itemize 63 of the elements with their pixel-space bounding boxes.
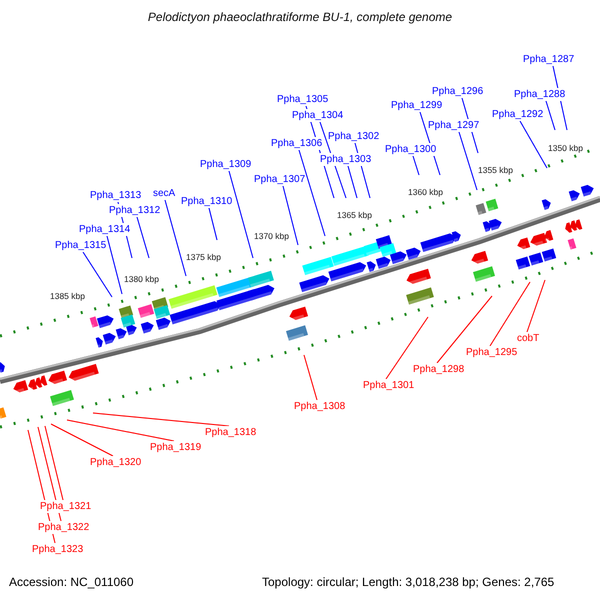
- scale-label: 1385 kbp: [50, 291, 85, 301]
- leader-line: [106, 236, 122, 294]
- gene-label: Ppha_1297: [428, 119, 480, 132]
- gene-label: Ppha_1321: [40, 500, 92, 513]
- gene-label: Ppha_1292: [492, 108, 544, 121]
- gene-label: Ppha_1296: [432, 85, 484, 98]
- scale-label: 1370 kbp: [254, 231, 289, 241]
- scale-label: 1360 kbp: [408, 187, 443, 197]
- gene-label: Ppha_1313: [90, 189, 142, 202]
- leader-line: [304, 354, 318, 400]
- gene-label: Ppha_1303: [320, 153, 372, 166]
- gene-label: Ppha_1295: [466, 346, 518, 359]
- gene-label: Ppha_1308: [294, 400, 346, 413]
- scale-label: 1380 kbp: [124, 274, 159, 284]
- scale-label: 1350 kbp: [548, 143, 583, 153]
- leader-line: [348, 166, 358, 198]
- gene-label: Ppha_1319: [150, 441, 202, 454]
- leader-line: [298, 150, 326, 236]
- leader-line: [526, 280, 546, 332]
- scale-label: 1365 kbp: [337, 210, 372, 220]
- gene-label: Ppha_1318: [205, 426, 256, 439]
- gene-label: Ppha_1304: [292, 109, 344, 122]
- gene-label: Ppha_1322: [38, 521, 90, 534]
- leader-line: [436, 296, 492, 364]
- leader-line: [82, 252, 112, 298]
- gene-label: Ppha_1301: [363, 379, 414, 392]
- leader-line: [490, 282, 530, 346]
- gene-label: Ppha_1307: [254, 173, 306, 186]
- leader-line: [136, 216, 150, 258]
- gene-label: Ppha_1310: [181, 195, 232, 208]
- leader-line: [44, 426, 64, 500]
- leader-line: [92, 412, 230, 426]
- gene-label: Ppha_1300: [385, 143, 436, 156]
- scale-label: 1355 kbp: [478, 165, 513, 175]
- leader-line: [66, 420, 174, 442]
- leader-line: [208, 208, 218, 240]
- leader-line: [228, 170, 254, 258]
- leader-line: [282, 186, 298, 246]
- gene-label: Ppha_1309: [200, 158, 252, 171]
- leader-line: [50, 424, 114, 456]
- leader-line: [458, 132, 478, 190]
- leader-line: [386, 316, 428, 380]
- gene-label: secA: [153, 187, 176, 200]
- accession-note: Accession: NC_011060: [9, 575, 134, 589]
- gene-label: Ppha_1315: [55, 239, 106, 252]
- gene-label: Ppha_1305: [277, 93, 328, 106]
- leader-line: [164, 200, 186, 276]
- gene-label: Ppha_1314: [79, 223, 130, 236]
- gene-label: Ppha_1298: [413, 363, 464, 376]
- gene-label: Ppha_1288: [514, 88, 566, 101]
- scale-label: 1375 kbp: [186, 252, 221, 262]
- gene-label: Ppha_1306: [271, 137, 322, 150]
- leader-line: [520, 120, 548, 168]
- leader-line: [546, 100, 556, 130]
- leader-line: [412, 156, 420, 176]
- genome-stats-note: Topology: circular; Length: 3,018,238 bp; Genes: 2,765: [262, 575, 554, 589]
- gene-label: Ppha_1299: [391, 99, 442, 112]
- gene-label: Ppha_1302: [328, 130, 380, 143]
- gene-label: Ppha_1287: [523, 53, 574, 66]
- gene-label: Ppha_1320: [90, 456, 142, 469]
- diagram-title: Pelodictyon phaeoclathratiforme BU-1, complete genome: [148, 10, 452, 24]
- gene-label: Ppha_1312: [109, 204, 160, 217]
- gene-label: Ppha_1323: [32, 543, 84, 556]
